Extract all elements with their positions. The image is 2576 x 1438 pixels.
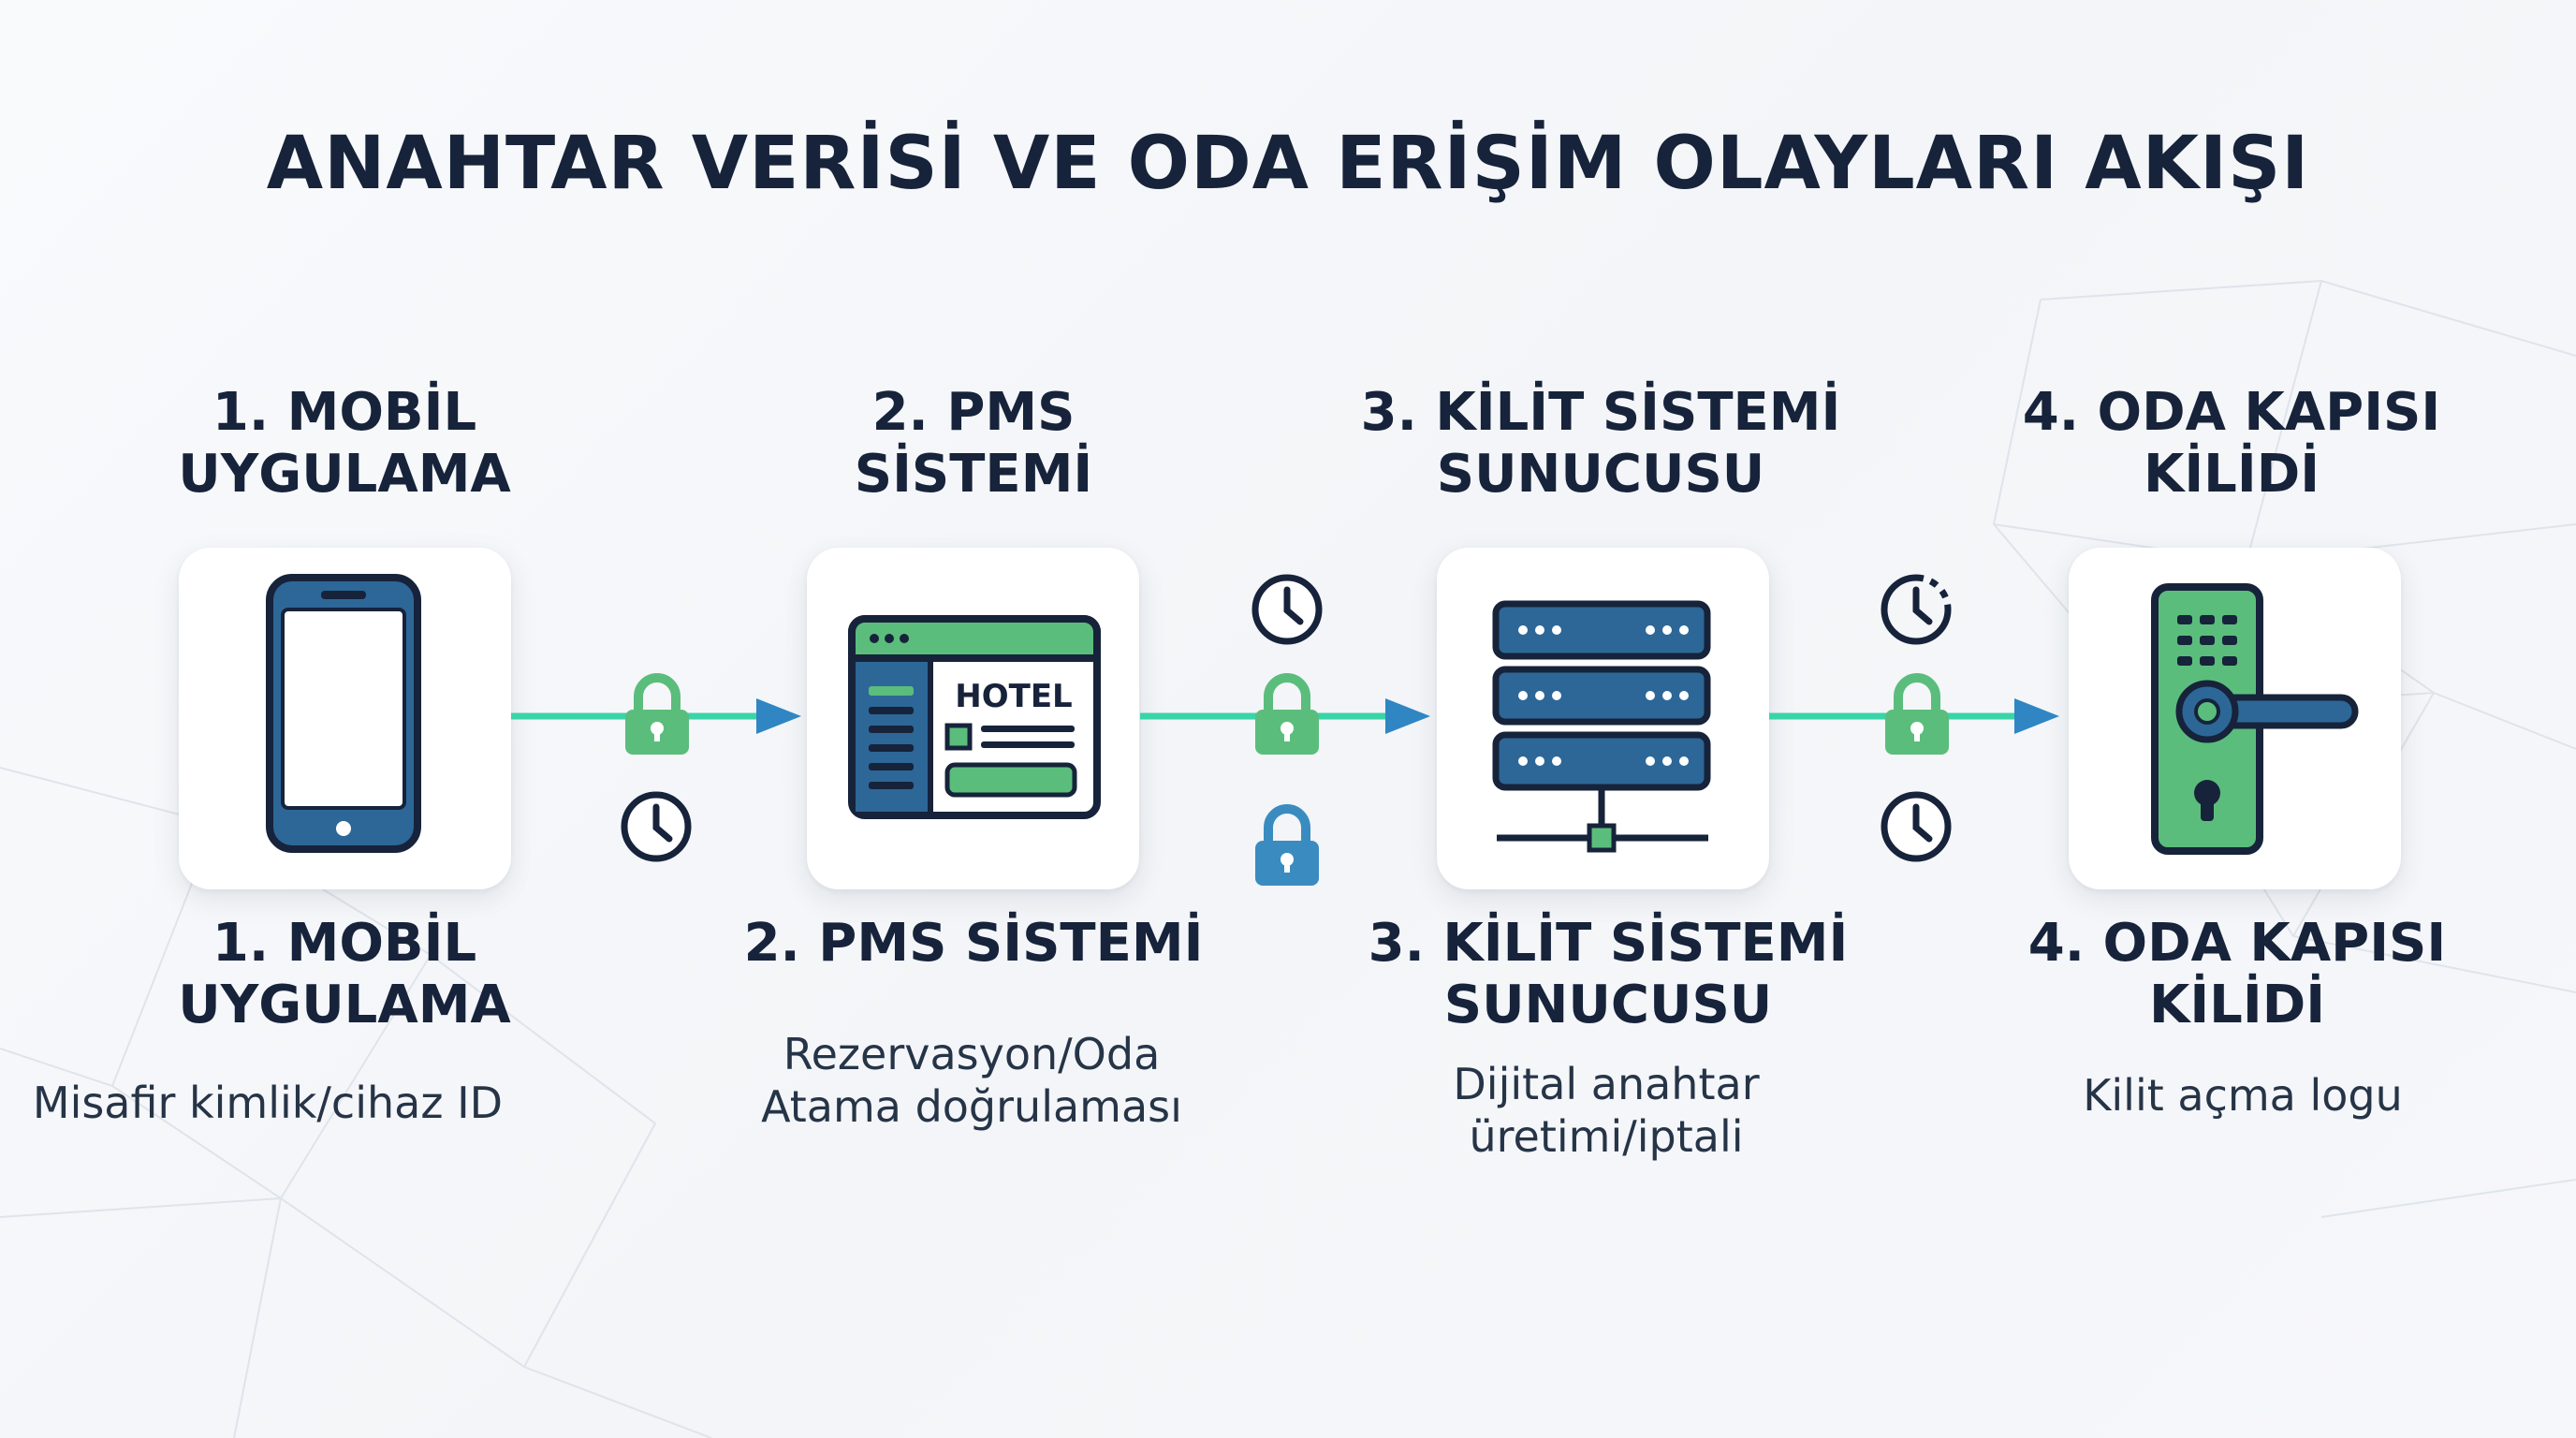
step-1-subheading: 1. MOBİL UYGULAMA (82, 913, 607, 1036)
clock-icon (1881, 791, 1952, 862)
step-1-desc-line1: Misafir kimlik/cihaz ID (32, 1078, 504, 1128)
clock-icon (1251, 574, 1323, 645)
step-2-desc-line2: Atama doğrulaması (761, 1081, 1182, 1132)
step-1-description: Misafir kimlik/cihaz ID (0, 1077, 549, 1129)
step-2-subheading: 2. PMS SİSTEMİ (711, 913, 1236, 975)
step-2-card: HOTEL (807, 548, 1139, 889)
step-3-heading: 3. KİLİT SİSTEMİ SUNUCUSU (1339, 382, 1863, 506)
padlock-icon (625, 673, 689, 755)
padlock-icon (1255, 804, 1319, 886)
step-3-sub-line2: SUNUCUSU (1443, 975, 1773, 1035)
padlock-icon (1255, 673, 1319, 755)
step-1-heading: 1. MOBİL UYGULAMA (82, 382, 607, 506)
door-lock-handle-icon (2151, 583, 2359, 855)
step-4-sub-line1: 4. ODA KAPISI (2027, 913, 2447, 974)
clock-icon (1881, 574, 1952, 645)
step-3-sub-line1: 3. KİLİT SİSTEMİ (1368, 913, 1849, 974)
hotel-sign-text: HOTEL (955, 678, 1072, 715)
step-1-sub-line1: 1. MOBİL (212, 913, 477, 974)
step-2-heading: 2. PMS SİSTEMİ (711, 382, 1236, 506)
padlock-icon (1885, 673, 1949, 755)
step-2-desc-line1: Rezervasyon/Oda (783, 1029, 1161, 1079)
step-4-heading: 4. ODA KAPISI KİLİDİ (1969, 382, 2494, 506)
page-title: ANAHTAR VERİSİ VE ODA ERİŞİM OLAYLARI AK… (266, 122, 2310, 206)
step-1-heading-line1: 1. MOBİL (212, 382, 477, 443)
step-4-sub-line2: KİLİDİ (2148, 975, 2326, 1035)
server-rack-icon (1492, 600, 1711, 853)
step-4-desc-line1: Kilit açma logu (2083, 1070, 2403, 1121)
step-4-heading-line2: KİLİDİ (2143, 444, 2320, 505)
clock-icon (621, 791, 692, 862)
step-4-card (2069, 548, 2401, 889)
step-2-sub-line1: 2. PMS SİSTEMİ (743, 913, 1204, 974)
step-1-card (179, 548, 511, 889)
step-3-heading-line1: 3. KİLİT SİSTEMİ (1360, 382, 1841, 443)
step-3-description: Dijital anahtar üretimi/iptali (1325, 1058, 1887, 1163)
step-4-subheading: 4. ODA KAPISI KİLİDİ (1975, 913, 2499, 1036)
step-1-sub-line2: UYGULAMA (178, 975, 511, 1035)
step-4-heading-line1: 4. ODA KAPISI (2022, 382, 2441, 443)
step-2-description: Rezervasyon/Oda Atama doğrulaması (691, 1028, 1252, 1133)
step-1-heading-line2: UYGULAMA (178, 444, 511, 505)
hotel-pms-window-icon: HOTEL (848, 615, 1101, 819)
step-3-card (1437, 548, 1769, 889)
step-3-desc-line2: üretimi/iptali (1469, 1111, 1744, 1162)
step-3-subheading: 3. KİLİT SİSTEMİ SUNUCUSU (1346, 913, 1870, 1036)
step-4-description: Kilit açma logu (1962, 1069, 2524, 1122)
step-3-desc-line1: Dijital anahtar (1453, 1059, 1760, 1109)
step-3-heading-line2: SUNUCUSU (1436, 444, 1765, 505)
step-2-heading-line2: SİSTEMİ (854, 444, 1093, 505)
step-2-heading-line1: 2. PMS (871, 382, 1076, 443)
smartphone-icon (266, 574, 421, 853)
